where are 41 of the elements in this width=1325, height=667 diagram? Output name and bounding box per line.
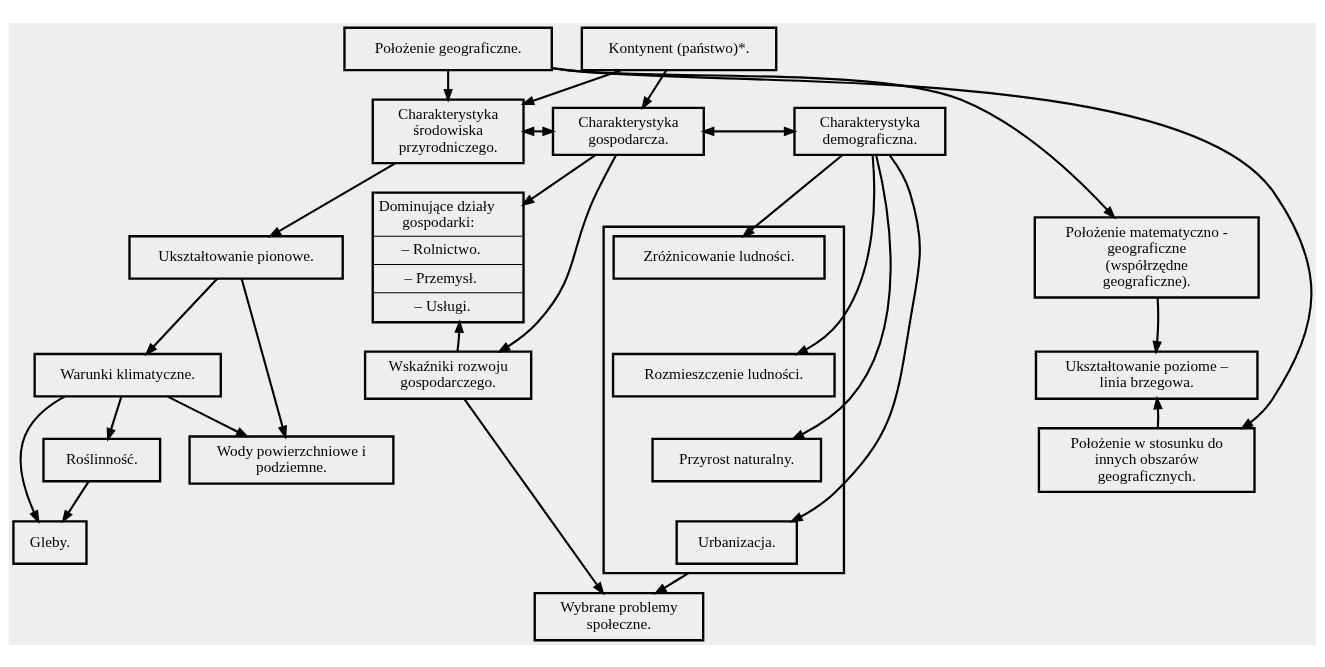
node-box: Charakterystyka środowiska przyrodniczego. <box>371 97 525 164</box>
node-box: Kontynent (państwo)*. <box>580 26 778 71</box>
arrow <box>794 154 876 355</box>
node-box: Gleby. <box>12 519 88 565</box>
arrow <box>789 154 921 523</box>
node-box: Zróżnicowanie ludności. <box>612 234 826 280</box>
arrow <box>641 69 668 110</box>
arrow <box>443 69 453 103</box>
node-box: Ukształtowanie pionowe. <box>128 234 344 280</box>
arrow <box>520 68 622 105</box>
node-box: Położenie matematyczno - geograficzne (współrzędne geograficzne). <box>1033 215 1260 299</box>
node-box: Wybrane problemy społeczne. <box>533 591 705 641</box>
arrow <box>167 395 250 438</box>
arrow <box>700 126 798 136</box>
arrow <box>61 480 90 524</box>
arrow <box>463 397 605 596</box>
node-box: Rozmieszczenie ludności. <box>611 352 836 398</box>
node-box: Przyrost naturalny. <box>651 437 823 482</box>
node-box: Wody powierzchniowe i podziemne. <box>188 434 395 485</box>
arrow <box>106 395 123 442</box>
arrow <box>520 153 597 206</box>
node-box: Charakterystyka gospodarcza. <box>551 106 705 156</box>
arrow <box>240 278 288 439</box>
node-box: Warunki klimatyczne. <box>33 352 222 398</box>
arrow <box>1153 395 1163 428</box>
node-box: Roślinność. <box>42 437 162 482</box>
node-box: Położenie w stosunku do innych obszarów geograficznych. <box>1037 426 1256 493</box>
arrow <box>454 318 464 352</box>
node-box: Położenie geograficzne. <box>343 26 553 71</box>
arrow <box>741 153 844 238</box>
arrow <box>144 277 218 356</box>
node-box: Urbanizacja. <box>675 519 798 565</box>
node-box: Ukształtowanie poziome – linia brzegowa. <box>1034 350 1259 400</box>
arrow <box>267 162 396 238</box>
node-box: Charakterystyka demograficzna. <box>793 106 947 156</box>
arrow <box>496 154 617 353</box>
arrow <box>1152 297 1162 355</box>
arrow <box>19 395 66 524</box>
node-box: Wskaźniki rozwoju gospodarczego. <box>363 350 533 400</box>
arrow <box>653 571 690 595</box>
arrow <box>790 154 892 440</box>
